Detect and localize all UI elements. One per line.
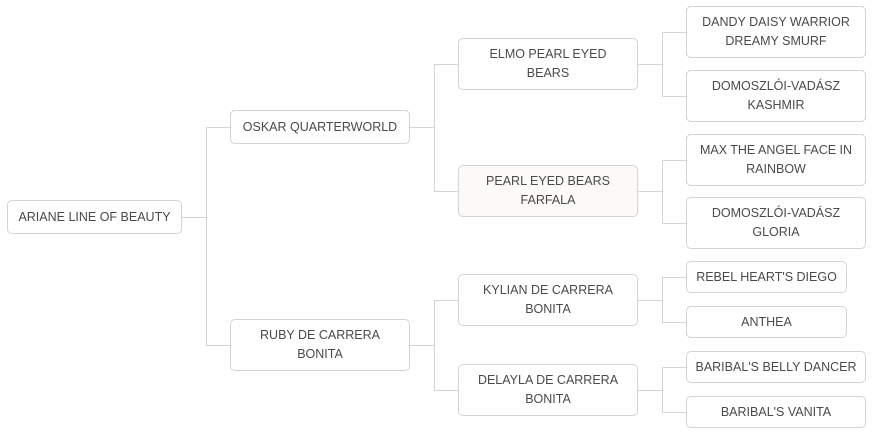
- pedigree-node-label: RUBY DE CARRERA BONITA: [260, 328, 380, 361]
- pedigree-node-label: PEARL EYED BEARS FARFALA: [486, 174, 610, 207]
- pedigree-node-sire-dam[interactable]: PEARL EYED BEARS FARFALA: [458, 165, 638, 217]
- pedigree-node-dam-sire-sire[interactable]: REBEL HEART'S DIEGO: [686, 261, 847, 293]
- pedigree-node-sire-dam-sire[interactable]: MAX THE ANGEL FACE IN RAINBOW: [686, 134, 866, 186]
- pedigree-node-label: BARIBAL'S VANITA: [720, 404, 832, 419]
- pedigree-node-dam-sire-dam[interactable]: ANTHEA: [686, 306, 847, 338]
- pedigree-node-dam-dam[interactable]: DELAYLA DE CARRERA BONITA: [458, 364, 638, 416]
- pedigree-node-dam-dam-sire[interactable]: BARIBAL'S BELLY DANCER: [686, 351, 866, 383]
- pedigree-node-label: ELMO PEARL EYED BEARS: [489, 47, 607, 80]
- pedigree-node-dam[interactable]: RUBY DE CARRERA BONITA: [230, 319, 410, 371]
- pedigree-node-label: DOMOSZLÓI-VADÁSZ GLORIA: [711, 206, 841, 239]
- pedigree-node-label: ARIANE LINE OF BEAUTY: [18, 209, 171, 224]
- pedigree-node-label: REBEL HEART'S DIEGO: [696, 269, 837, 284]
- pedigree-node-label: KYLIAN DE CARRERA BONITA: [483, 283, 613, 316]
- pedigree-node-label: DOMOSZLÓI-VADÁSZ KASHMIR: [711, 79, 841, 112]
- pedigree-node-root[interactable]: ARIANE LINE OF BEAUTY: [7, 200, 182, 234]
- pedigree-node-label: DANDY DAISY WARRIOR DREAMY SMURF: [702, 15, 850, 48]
- pedigree-node-label: MAX THE ANGEL FACE IN RAINBOW: [699, 143, 853, 176]
- pedigree-node-sire-sire[interactable]: ELMO PEARL EYED BEARS: [458, 38, 638, 90]
- pedigree-node-sire-sire-dam[interactable]: DOMOSZLÓI-VADÁSZ KASHMIR: [686, 70, 866, 122]
- pedigree-node-sire[interactable]: OSKAR QUARTERWORLD: [230, 110, 410, 144]
- pedigree-node-dam-dam-dam[interactable]: BARIBAL'S VANITA: [686, 396, 866, 428]
- pedigree-node-dam-sire[interactable]: KYLIAN DE CARRERA BONITA: [458, 274, 638, 326]
- pedigree-node-label: BARIBAL'S BELLY DANCER: [695, 359, 857, 374]
- pedigree-node-label: OSKAR QUARTERWORLD: [242, 119, 398, 134]
- pedigree-node-sire-sire-sire[interactable]: DANDY DAISY WARRIOR DREAMY SMURF: [686, 6, 866, 58]
- pedigree-node-label: ANTHEA: [741, 314, 792, 329]
- pedigree-node-sire-dam-dam[interactable]: DOMOSZLÓI-VADÁSZ GLORIA: [686, 197, 866, 249]
- pedigree-node-label: DELAYLA DE CARRERA BONITA: [477, 373, 619, 406]
